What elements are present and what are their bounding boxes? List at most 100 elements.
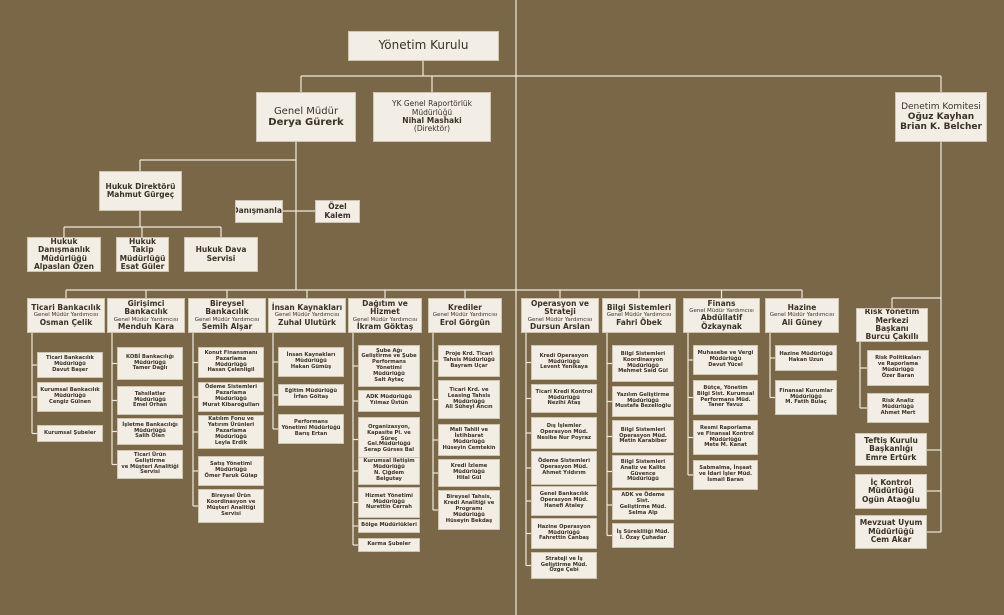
reporting-box: YK Genel Raportörlük Müdürlüğü Nihal Mas… <box>373 92 491 142</box>
department-line: ADK ve Ödeme Sist. <box>621 492 665 505</box>
department-name: Selma Alp <box>628 509 658 516</box>
legal-director-name: Mahmut Gürgeç <box>106 190 175 199</box>
deputy-gm-role: Genel Müdür Yardımcısı <box>33 312 99 319</box>
department-line: İrfan Göltaş <box>293 394 329 400</box>
audit-unit-box: İç Kontrol Müdürlüğü Ogün Ataoğlu <box>855 474 927 509</box>
deputy-gm-title: Operasyon ve Strateji <box>530 298 590 317</box>
reporting-line1: YK Genel Raportörlük <box>391 99 472 109</box>
department-line: Müdürlüğü <box>548 394 580 401</box>
department-line: İstihbarat Müdürlüğü <box>453 433 485 445</box>
deputy-gm-role: Genel Müdür Yardımcısı <box>432 312 498 319</box>
department-name: Hilal Gül <box>456 474 482 481</box>
department-box: Bölge Müdürlükleri <box>358 519 420 533</box>
private-office-box: Özel Kalem <box>315 200 360 223</box>
ceo-box: Genel Müdür Derya Gürerk <box>256 92 356 142</box>
department-name: Salt Aytaç <box>374 376 404 383</box>
department-line: Müdürlüğü <box>373 498 405 505</box>
reporting-line2: Müdürlüğü <box>411 107 453 117</box>
department-line: Operasyon Müd. <box>619 432 667 439</box>
legal-director-box: Hukuk Direktörü Mahmut Gürgeç <box>99 171 182 211</box>
deputy-gm-name: Semih Alşar <box>201 321 253 331</box>
deputy-gm-name: Menduh Kara <box>117 321 175 331</box>
deputy-gm-title: Bilgi Sistemleri <box>606 303 672 313</box>
department-line: Güvence Müdürlüğü <box>627 470 659 483</box>
legal-unit-name: Alpaslan Özen <box>33 261 95 271</box>
department-name: Nurettin Cerrah <box>366 504 412 511</box>
department-line: Finansal Kurumlar <box>779 387 833 394</box>
department-name: Hakan Gümüş <box>290 363 332 370</box>
deputy-gm-name: Fahri Öbek <box>616 317 662 327</box>
audit-unit-subtitle: Müdürlüğü <box>868 526 914 536</box>
department-name: Mete M. Kanat <box>704 442 747 449</box>
department-name: Ali Süheyl Ancın <box>445 404 493 411</box>
department-name: Hanefi Ataley <box>544 502 584 509</box>
reporting-name: Nihal Mashaki <box>402 116 462 125</box>
deputy-gm-title: Ticari Bankacılık <box>31 303 101 313</box>
legal-unit-box: Hukuk Takip Müdürlüğü Esat Güler <box>116 237 169 272</box>
deputy-gm-role: Genel Müdür Yardımcısı <box>113 316 179 323</box>
department-line: Müdürlüğü <box>134 427 166 434</box>
department-box: Karma Şubeler <box>358 538 420 552</box>
department-name: Nezihi Ataş <box>547 400 581 407</box>
department-line: Bilgi Sistemleri Koordinasyon <box>620 350 666 363</box>
department-line: İ. Özay Çuhadar <box>619 534 667 541</box>
department-line: Şube Ağı Geliştirme ve Şube Performans <box>361 347 417 366</box>
department-line: Programı Müdürlüğü <box>453 506 485 518</box>
department-line: Hizmet Yönetimi <box>365 492 413 499</box>
department-line: İş Sürekliliği Müd. <box>616 528 670 535</box>
department-line: Pazarlama Müdürlüğü <box>215 428 247 440</box>
department-line: Organizasyon, Kapasite Pl. ve Süreç <box>367 423 411 442</box>
ceo-title: Genel Müdür <box>273 105 339 117</box>
department-name: Leyla Erdik <box>214 439 248 446</box>
risk-head-box: Risk Yönetim Merkezi Başkanı Burcu Çakıl… <box>856 308 928 342</box>
deputy-gm-title: Bireysel Bankacılık <box>205 298 249 317</box>
deputy-gm-role: Genel Müdür Yardımcısı <box>606 312 672 319</box>
department-name: Hasan Çelenligil <box>207 367 255 374</box>
department-line: Yılmaz Üstün <box>369 400 409 406</box>
department-line: Ticari Bankacılık <box>46 355 94 362</box>
department-name: Mustafa Bezelioğlu <box>615 403 671 410</box>
audit-unit-title: Mevzuat Uyum <box>859 518 923 528</box>
audit-committee-name1: Oğuz Kayhan <box>907 111 975 122</box>
department-line: Ticari Krd. ve <box>449 386 489 393</box>
department-line: Geliştirme Müd. <box>540 561 588 568</box>
audit-committee-box: Denetim Komitesi Oğuz Kayhan Brian K. Be… <box>895 92 987 142</box>
department-name: Taner Yavuz <box>708 402 743 409</box>
legal-unit-box: Hukuk Dava Servisi <box>184 237 258 272</box>
department-line: Hakan Uzun <box>788 357 824 363</box>
department-name: N. Çiğdem Belgutay <box>373 470 405 482</box>
department-line: Operasyon Müd. <box>540 464 588 471</box>
deputy-gm-title: Krediler <box>448 303 482 313</box>
department-line: Müdürlüğü <box>134 359 166 366</box>
department-line: Proje Krd. Ticari <box>445 351 493 358</box>
department-line: Pazarlama Müdürlüğü <box>215 390 247 402</box>
department-name: Davut Başer <box>52 366 88 373</box>
department-line: Müdürlüğü <box>548 358 580 365</box>
department-line: Leasing Tahsis Müdürlüğü <box>447 392 491 405</box>
department-line: Karma Şubeler <box>367 541 411 548</box>
department-line: Pazarlama Müdürlüğü <box>215 355 247 368</box>
department-name: Ömer Faruk Gülap <box>204 472 258 479</box>
department-name: Bayram Uçar <box>450 362 488 369</box>
legal-director-title: Hukuk Direktörü <box>105 181 176 191</box>
